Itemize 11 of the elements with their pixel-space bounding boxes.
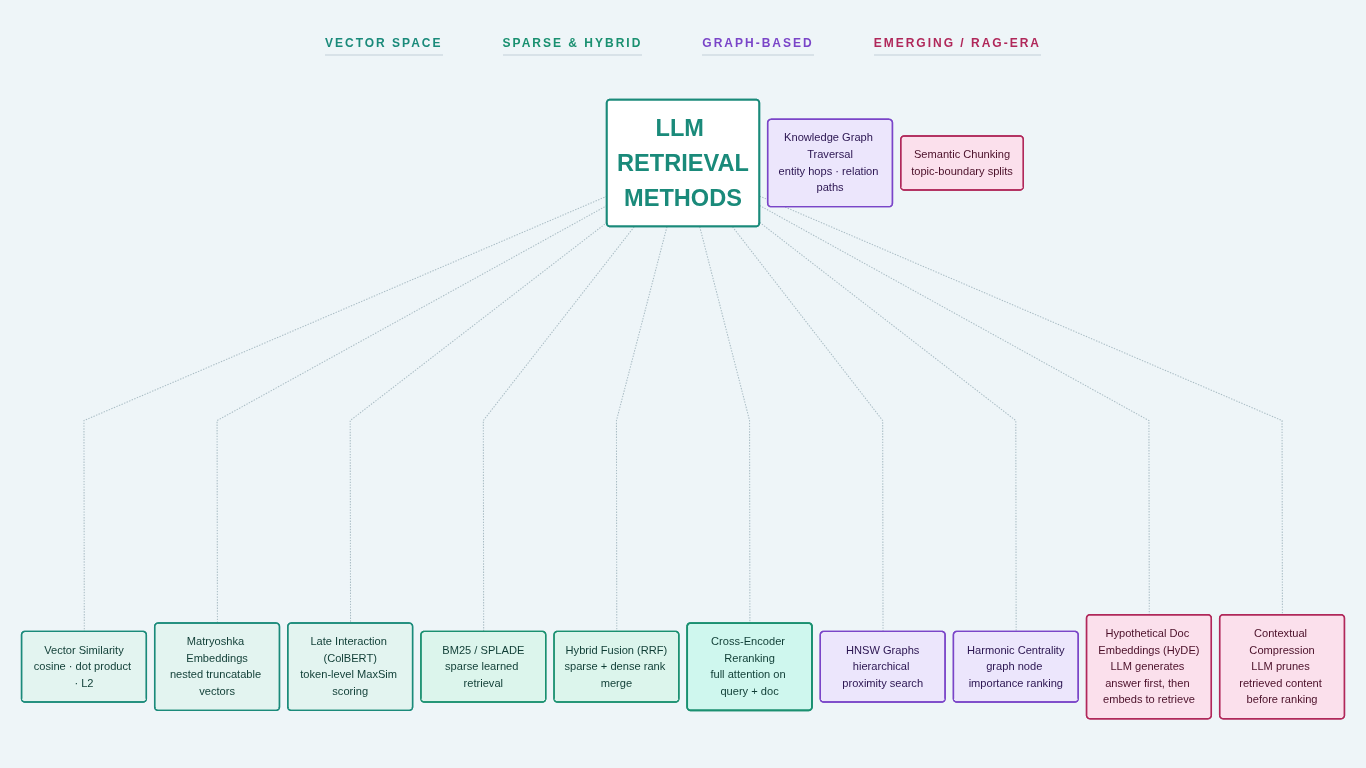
connector xyxy=(615,226,668,633)
connector xyxy=(759,221,1017,633)
connector xyxy=(216,204,608,624)
section-heading: EMERGING / RAG-ERA xyxy=(873,36,1042,56)
connector xyxy=(759,204,1150,616)
connector xyxy=(349,221,608,624)
section-heading: GRAPH-BASED xyxy=(702,36,814,56)
section-heading: SPARSE & HYBRID xyxy=(502,36,643,56)
section-heading: VECTOR SPACE xyxy=(324,36,443,56)
connector xyxy=(759,195,1283,616)
connector xyxy=(699,226,751,624)
